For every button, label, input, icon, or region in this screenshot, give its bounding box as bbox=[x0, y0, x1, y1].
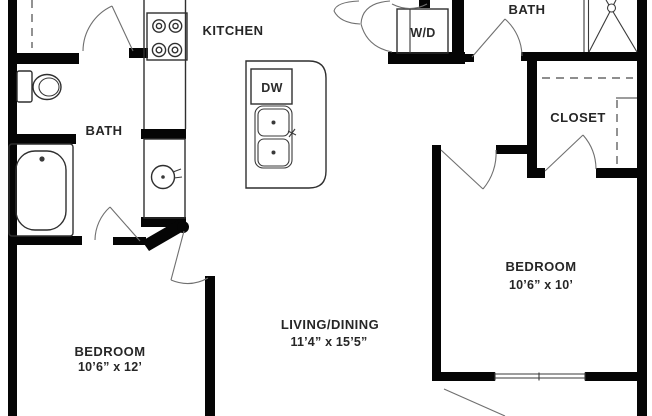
wall-tub-top bbox=[8, 134, 76, 144]
shower-icon bbox=[583, 0, 638, 53]
wall-top-stub bbox=[419, 0, 430, 8]
wall-wd-right bbox=[452, 0, 464, 55]
closet-label: CLOSET bbox=[550, 110, 605, 125]
bath-vanity-icon bbox=[143, 138, 186, 219]
door-bedroom1 bbox=[170, 230, 209, 285]
wall-bedroom2-left bbox=[432, 145, 441, 381]
wall-bath2-bottom bbox=[521, 52, 638, 61]
toilet-icon bbox=[16, 70, 62, 103]
closet-rod-lines bbox=[31, 0, 637, 166]
stove-icon bbox=[146, 12, 188, 61]
door-closet bbox=[544, 134, 597, 172]
faucet-icon bbox=[172, 168, 183, 179]
wall-closet-bottom-right bbox=[596, 168, 638, 178]
labels: KITCHEN BATH DW W/D BATH CLOSET BEDROOM … bbox=[74, 2, 605, 374]
wall-diagonal bbox=[142, 219, 187, 251]
bath1-label: BATH bbox=[86, 123, 123, 138]
door-bedroom2 bbox=[440, 149, 497, 190]
washer-dryer-label: W/D bbox=[410, 26, 435, 40]
wall-bath1-bottom-left bbox=[8, 236, 82, 245]
window-bedroom2 bbox=[494, 372, 586, 381]
wall-bedroom1-right bbox=[205, 276, 215, 416]
bedroom2-label: BEDROOM bbox=[505, 259, 576, 274]
bedroom2-dims: 10’6” x 10’ bbox=[509, 278, 573, 292]
wall-bedroom2-top-stub bbox=[496, 145, 528, 154]
bathtub-icon bbox=[8, 143, 74, 237]
living-dining-dims: 11’4” x 15’5” bbox=[291, 335, 368, 349]
walls bbox=[8, 0, 647, 416]
wall-left-exterior bbox=[8, 0, 17, 416]
wall-door-pivot-blob bbox=[177, 221, 189, 233]
kitchen-label: KITCHEN bbox=[203, 23, 264, 38]
wall-wd-bottom bbox=[388, 52, 465, 64]
wall-bedroom2-bottom-right bbox=[584, 372, 638, 381]
bath2-label: BATH bbox=[509, 2, 546, 17]
door-swings bbox=[82, 0, 597, 416]
living-dining-label: LIVING/DINING bbox=[281, 317, 379, 332]
dishwasher-icon bbox=[250, 68, 293, 105]
door-entry-closet bbox=[82, 5, 134, 52]
wall-counter-bottom bbox=[141, 129, 186, 139]
kitchen-counter bbox=[143, 0, 187, 129]
bedroom1-label: BEDROOM bbox=[74, 344, 145, 359]
dishwasher-label: DW bbox=[261, 81, 282, 95]
wall-closet-bottom-left bbox=[527, 168, 545, 178]
patio-edge-line bbox=[443, 388, 506, 416]
door-bath1 bbox=[94, 206, 141, 242]
wall-closet-left bbox=[527, 56, 537, 178]
wall-bath1-bottom-right bbox=[113, 237, 146, 245]
faucet-icon bbox=[287, 128, 297, 138]
wall-wd-stub bbox=[464, 54, 474, 62]
wall-entry-closet-bottom bbox=[17, 53, 79, 64]
kitchen-sink-icon bbox=[254, 105, 297, 169]
bedroom1-dims: 10’6” x 12’ bbox=[78, 360, 142, 374]
kitchen-island bbox=[245, 60, 327, 189]
door-laundry-bifold bbox=[333, 0, 428, 53]
wall-vanity-bottom bbox=[141, 217, 186, 227]
wall-right-exterior bbox=[637, 0, 647, 416]
wall-bedroom2-bottom-left bbox=[432, 372, 495, 381]
wall-counter-stub bbox=[129, 48, 148, 58]
door-bath2 bbox=[471, 18, 523, 58]
washer-dryer-icon bbox=[396, 8, 449, 54]
